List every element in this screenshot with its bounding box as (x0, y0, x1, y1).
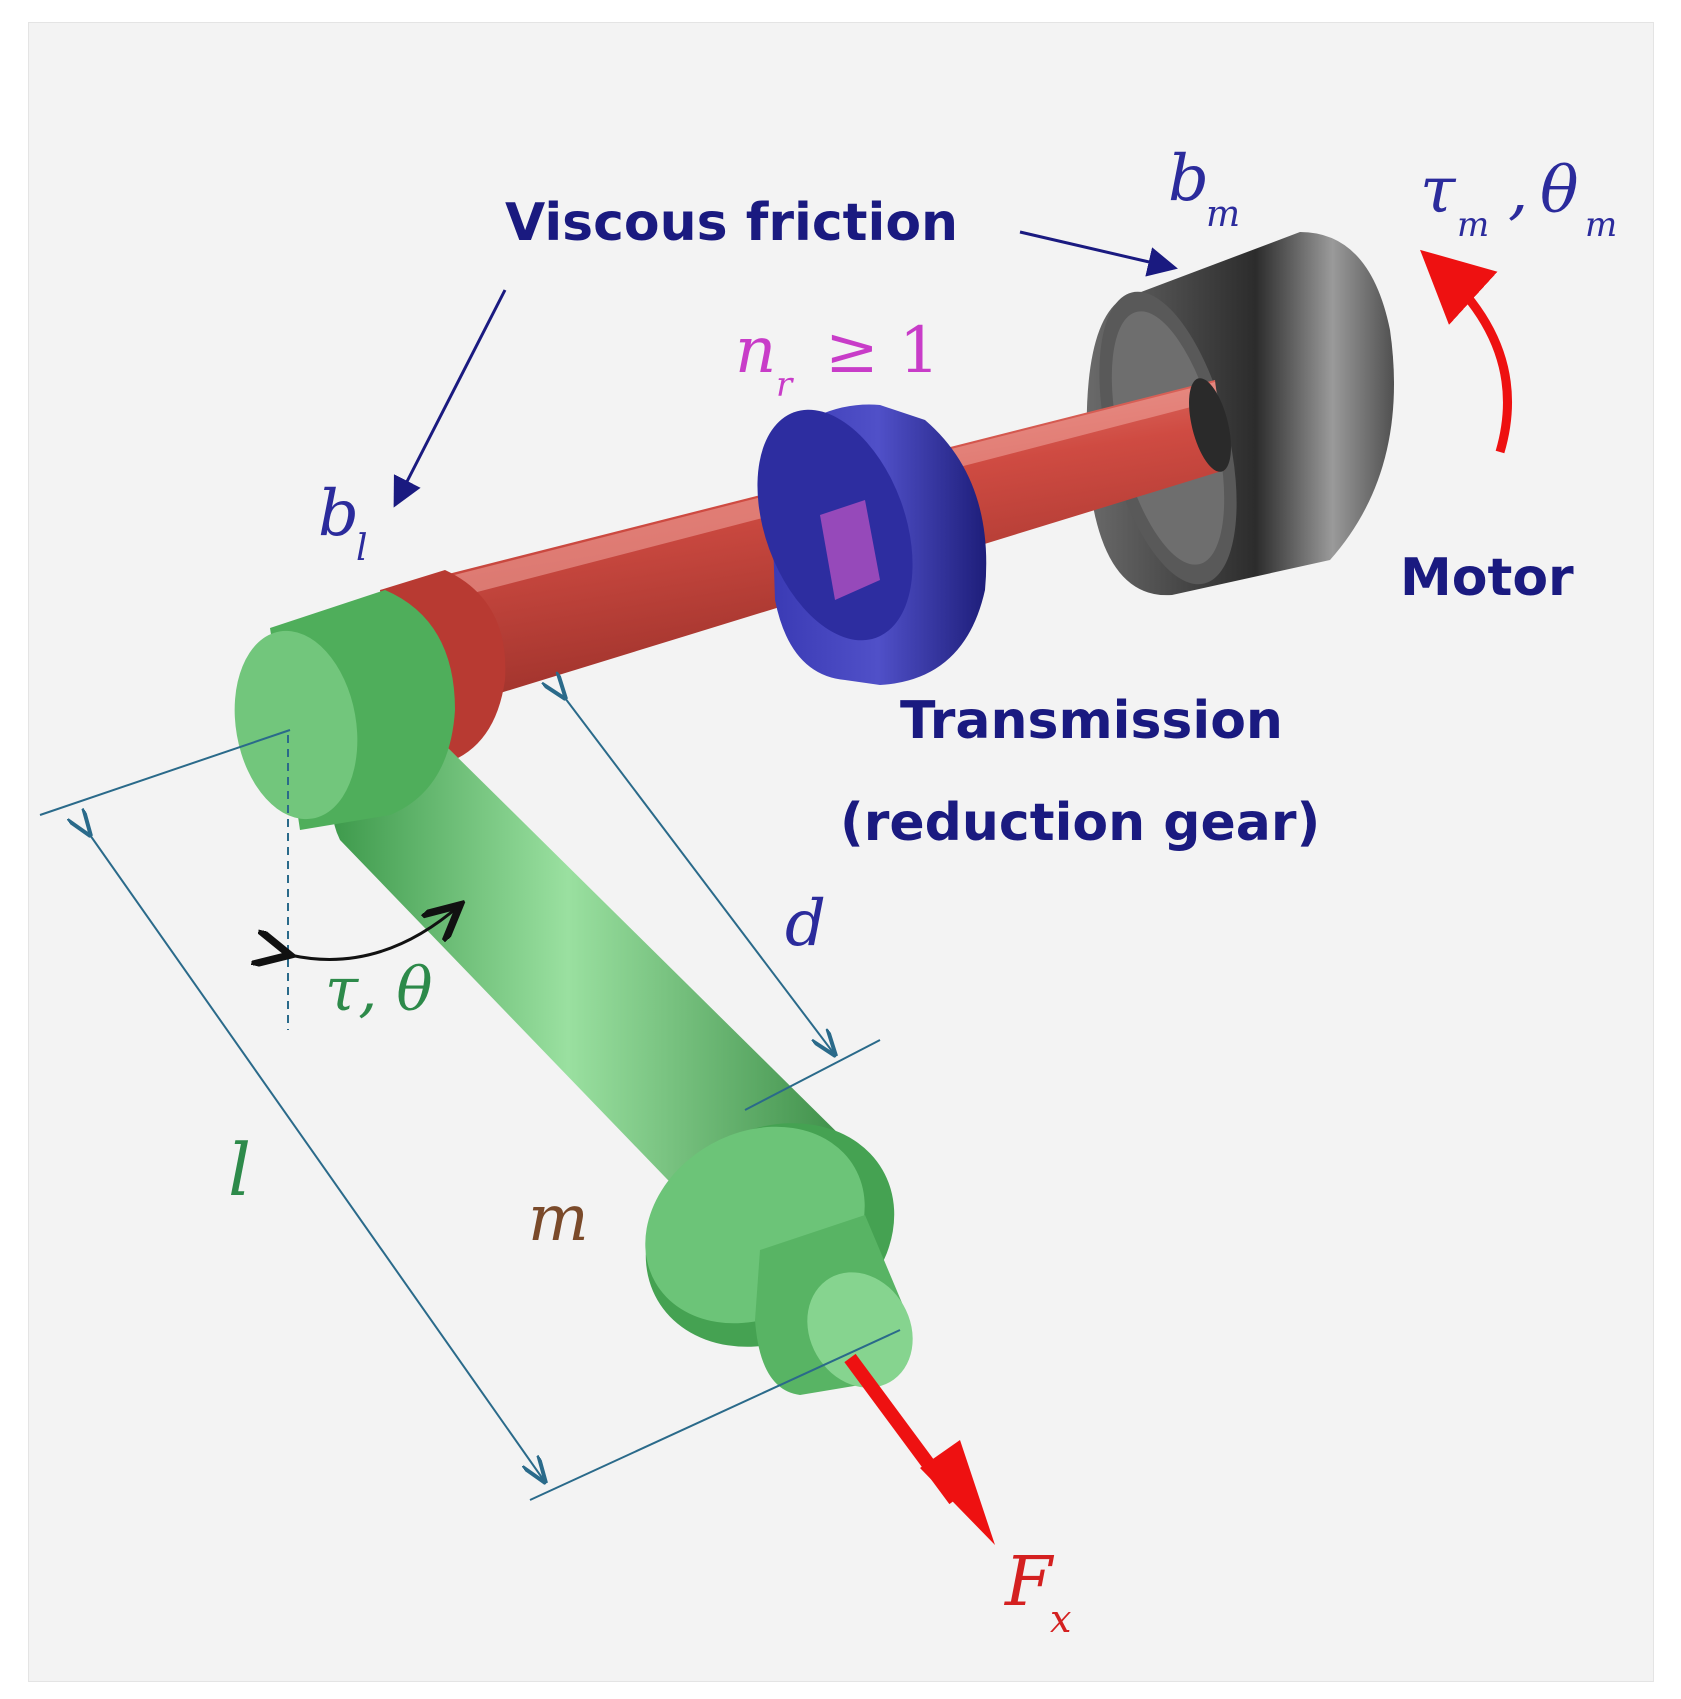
svg-text:b: b (318, 477, 359, 551)
svg-text:n: n (735, 314, 776, 388)
l-label: l (228, 1128, 251, 1212)
svg-text:F: F (1003, 1543, 1055, 1622)
svg-text:,: , (1508, 154, 1528, 228)
svg-text:τ: τ (1420, 154, 1457, 228)
joint-angle-arrow (290, 905, 460, 959)
motor-torque-angle-symbol: τ m , θ m (1420, 154, 1617, 245)
mass-label: m (528, 1182, 589, 1256)
transmission-label: Transmission (900, 691, 1283, 751)
friction-arrow-link (393, 289, 507, 508)
svg-text:θ: θ (1540, 154, 1579, 228)
dimension-l (39, 729, 901, 1501)
b-l-symbol: b l (318, 477, 368, 569)
reduction-gear-label: (reduction gear) (840, 793, 1320, 853)
svg-text:m: m (1206, 194, 1240, 235)
dimension-d (565, 698, 881, 1111)
friction-arrow-motor (1019, 230, 1178, 277)
b-m-symbol: b m (1168, 142, 1240, 235)
svg-text:m: m (1585, 205, 1617, 245)
d-label: d (785, 887, 826, 961)
force-symbol: F x (1003, 1543, 1071, 1641)
joint-torque-angle-label: τ, θ (325, 955, 432, 1025)
transmission-gear (757, 404, 987, 685)
svg-text:m: m (1457, 205, 1489, 245)
svg-text:l: l (356, 528, 368, 569)
motor-torque-arrow (1420, 249, 1512, 454)
svg-text:x: x (1050, 1597, 1071, 1641)
svg-text:b: b (1168, 142, 1209, 216)
force-arrow (844, 1353, 995, 1545)
gear-ratio-symbol: n r ≥ 1 (735, 314, 940, 405)
svg-text:r: r (776, 365, 794, 405)
motor-label: Motor (1400, 548, 1574, 608)
viscous-friction-label: Viscous friction (505, 193, 958, 253)
svg-text:≥ 1: ≥ 1 (825, 314, 940, 388)
